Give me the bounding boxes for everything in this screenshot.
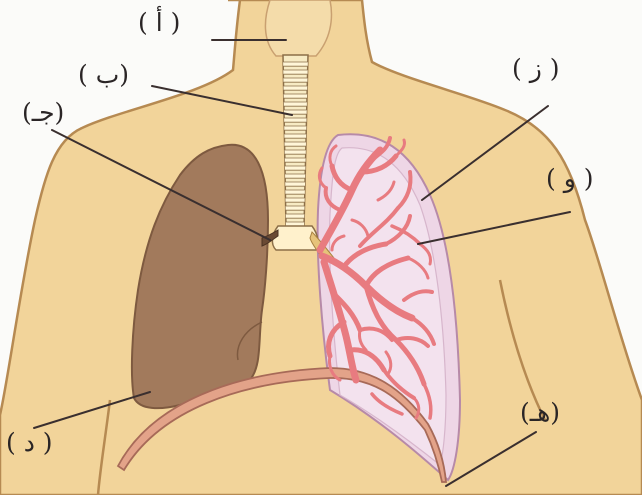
label-j: (جـ) [22, 100, 64, 125]
trachea-ring [280, 70, 312, 74]
label-a: ( أ ) [138, 10, 180, 35]
label-w: ( و ) [546, 166, 593, 191]
larynx [265, 0, 331, 56]
trachea-ring [280, 62, 312, 66]
label-b: (ب ) [78, 62, 129, 87]
label-d: ( د ) [6, 430, 53, 455]
label-z: ( ز ) [512, 56, 559, 81]
trachea-ring [280, 78, 312, 82]
label-h: (هـ) [520, 400, 560, 425]
trachea-ring [280, 86, 312, 90]
